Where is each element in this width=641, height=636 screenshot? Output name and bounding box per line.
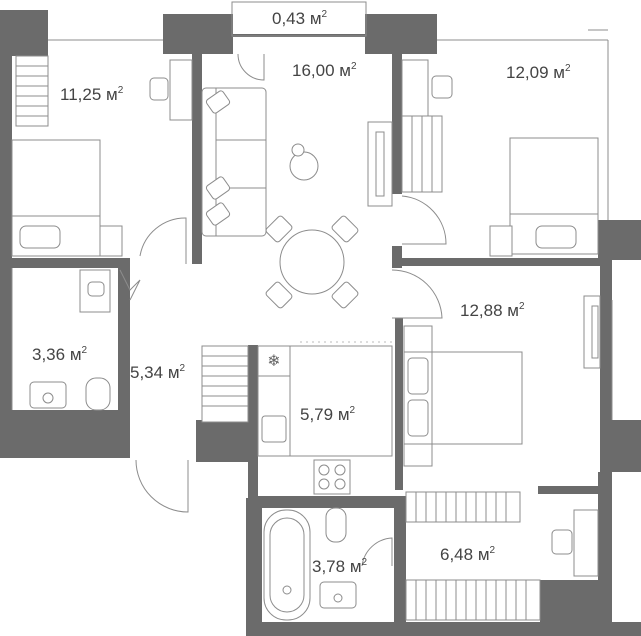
bedroom-e-area: 12,88 м2 [460,301,525,320]
ne-bedroom-furniture [401,59,599,257]
sofa [201,87,267,237]
nw-bedroom-furniture [11,55,193,257]
e-bedroom-furniture [403,295,601,467]
dining-chairs [265,215,359,309]
toilet [85,377,111,411]
pillow [535,225,577,249]
wardrobe-shelves [15,55,49,127]
living-room-furniture [201,53,447,309]
coffee-table [289,151,319,181]
west-rooms-furniture [29,217,443,513]
bathtub [263,509,311,621]
pillow [407,399,429,437]
area-labels: 0,43 м2 16,00 м2 11,25 м2 12,09 м2 12,88… [32,9,571,576]
sink [261,415,287,443]
kitchen-furniture: ❄ [257,341,393,495]
nightstand [489,225,513,257]
nightstand [403,443,433,467]
window-lines [11,29,613,420]
desk [401,59,429,117]
walls [0,10,641,636]
cushion [205,90,231,114]
dining-table [279,229,345,295]
chair [431,75,453,99]
stove [313,459,351,495]
balcony-outline [231,1,367,37]
lamp [291,143,305,157]
tv [375,131,385,197]
toilet [325,507,347,543]
desk [169,59,193,121]
chair [551,529,573,555]
shelves-top [405,491,521,523]
hall-area: 5,34 м2 [130,363,186,382]
pillow [407,357,429,395]
bathroom-s-area: 3,78 м2 [312,557,368,576]
desk [573,509,599,577]
washer-basin [87,281,105,297]
hall-wardrobe [201,345,249,423]
nightstand [99,225,123,257]
svg-text:❄: ❄ [267,351,280,370]
cushion [205,176,231,200]
cushion [205,202,231,226]
bedroom-nw-area: 11,25 м2 [60,85,124,104]
pillow [19,225,61,249]
south-bathroom-furniture [263,507,393,621]
shelves-bottom [405,579,541,621]
wardrobe-area: 6,48 м2 [440,545,496,564]
wardrobe-room-furniture [405,491,599,621]
fridge [257,345,291,377]
bathroom-w-area: 3,36 м2 [32,345,88,364]
kitchen-area: 5,79 м2 [300,405,356,424]
tv [591,305,599,359]
nightstand [403,325,433,353]
living-area: 16,00 м2 [292,61,357,80]
chair [149,77,169,101]
balcony-area: 0,43 м2 [272,9,328,28]
bedroom-ne-area: 12,09 м2 [506,63,571,82]
